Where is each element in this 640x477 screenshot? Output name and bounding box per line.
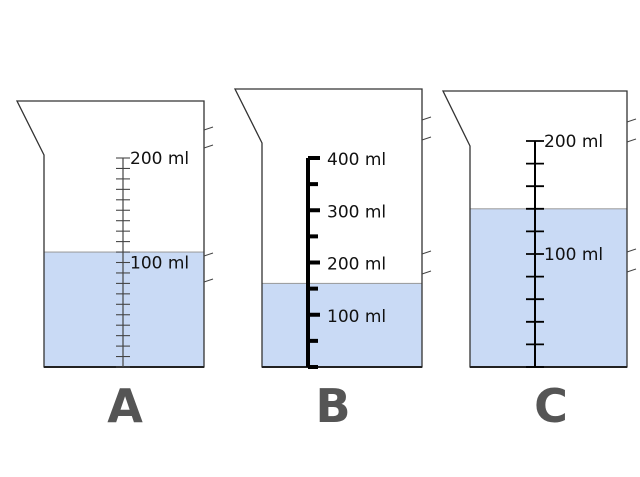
liquid — [469, 208, 628, 368]
side-mark — [421, 116, 432, 121]
beaker-b: 400 ml 300 ml 200 ml 100 ml B — [233, 88, 432, 433]
beaker-letter: C — [534, 379, 568, 433]
scale-label: 200 ml — [327, 255, 386, 275]
side-mark — [203, 126, 214, 131]
side-mark — [626, 118, 637, 123]
side-mark — [626, 248, 637, 253]
scale-label: 100 ml — [130, 254, 189, 274]
side-mark — [421, 136, 432, 141]
scale-label: 300 ml — [327, 202, 386, 222]
scale-label: 100 ml — [544, 245, 603, 265]
side-mark — [203, 278, 214, 283]
side-mark — [203, 252, 214, 257]
beaker-letter: B — [315, 379, 350, 433]
scale-label: 200 ml — [544, 132, 603, 152]
side-mark — [421, 250, 432, 255]
scale-label: 100 ml — [327, 307, 386, 327]
liquid — [43, 251, 205, 368]
scale-label: 400 ml — [327, 150, 386, 170]
beaker-letter: A — [107, 379, 143, 433]
beaker-a: 200 ml 100 ml A — [15, 100, 214, 433]
beaker-c: 200 ml 100 ml C — [441, 90, 637, 433]
scale-label: 200 ml — [130, 149, 189, 169]
side-mark — [626, 138, 637, 143]
side-mark — [421, 270, 432, 275]
liquid — [261, 282, 423, 368]
side-mark — [203, 144, 214, 149]
side-mark — [626, 268, 637, 273]
